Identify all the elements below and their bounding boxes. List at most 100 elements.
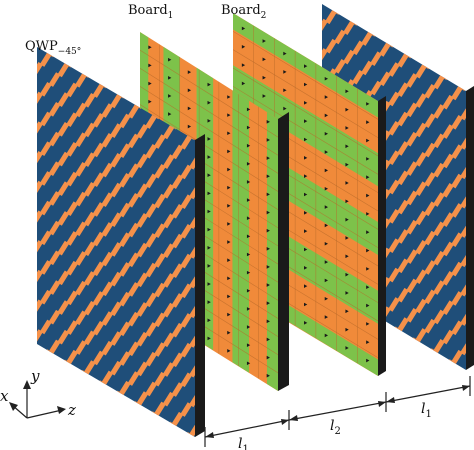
cell-marker [345, 327, 349, 332]
qwp-patch [388, 209, 400, 224]
qwp-patch [424, 230, 436, 246]
qwp-patch [145, 143, 158, 159]
qwp-patch [48, 339, 61, 355]
cell-marker [168, 76, 172, 80]
qwp-patch [110, 93, 122, 109]
qwp-patch [162, 184, 175, 199]
qwp-patch [57, 240, 70, 256]
qwp-patch [162, 273, 175, 288]
qwp-patch [397, 317, 409, 332]
cell-marker [168, 57, 172, 62]
cell-marker [227, 203, 231, 208]
qwp-patch [101, 222, 114, 237]
arrowhead [9, 402, 18, 411]
qwp-patch [83, 92, 96, 108]
cell-marker [207, 282, 211, 286]
qwp-patch [460, 281, 466, 297]
cell-marker [227, 330, 231, 335]
qwp-patch [370, 21, 382, 37]
qwp-patch [322, 18, 328, 34]
qwp-patch [22, 220, 34, 235]
cell-marker [241, 81, 246, 86]
dim-label-l1-right: l1 [421, 401, 432, 420]
qwp-patch [66, 349, 79, 365]
qwp-patch [92, 112, 105, 128]
qwp-patch [48, 161, 61, 177]
cell-line [233, 31, 378, 120]
cell-marker [207, 100, 211, 105]
qwp-patch [352, 40, 364, 56]
qwp-patch [460, 164, 466, 180]
qwp-patch [322, 48, 328, 63]
qwp-patch [442, 300, 454, 316]
qwp-patch [171, 382, 184, 397]
cell-marker [345, 272, 349, 277]
qwp-patch [189, 362, 195, 378]
qwp-patch [433, 192, 445, 207]
qwp-patch [406, 278, 418, 294]
cell-marker [227, 349, 231, 353]
qwp-patch [22, 280, 34, 295]
qwp-patch [406, 219, 418, 235]
cell-marker [187, 106, 192, 111]
qwp-patch [180, 313, 193, 328]
qwp-patch [118, 291, 131, 307]
qwp-patch [127, 222, 140, 238]
cell-marker [324, 131, 329, 136]
cell-marker [366, 358, 370, 363]
cell-marker [283, 70, 287, 74]
qwp-patch [433, 221, 445, 237]
qwp-patch [397, 141, 409, 156]
qwp-label: QWP−45° [25, 39, 81, 57]
qwp-patch [180, 342, 193, 358]
cell-marker [304, 156, 308, 160]
arrowhead [281, 419, 289, 425]
qwp-patch [74, 162, 87, 177]
qwp-patch [424, 113, 436, 128]
cell-marker [246, 125, 251, 130]
qwp-patch [66, 171, 79, 187]
cell-line [233, 67, 378, 157]
cell-marker [283, 88, 287, 93]
cell-marker [266, 246, 270, 251]
qwp-patch [66, 290, 79, 306]
cell-marker [345, 217, 349, 222]
cell-marker [324, 76, 329, 81]
qwp-patch [101, 281, 114, 297]
qwp-patch [39, 171, 52, 186]
qwp-patch [397, 258, 409, 274]
green-stripe [233, 65, 378, 187]
qwp-patch [406, 102, 418, 118]
cell-marker [246, 361, 251, 366]
cell-marker [324, 168, 329, 173]
cell-marker [187, 70, 192, 74]
qwp-patch [153, 312, 166, 328]
qwp-patch [189, 273, 195, 289]
qwp-patch [343, 49, 355, 65]
qwp-patch [83, 122, 96, 138]
qwp-patch [415, 151, 427, 167]
qwp-patch [334, 4, 346, 15]
cell-marker [246, 288, 251, 293]
qwp-patch [198, 442, 210, 450]
cell-marker [227, 95, 231, 99]
dim-line-l2 [288, 401, 387, 421]
qwp-patch [83, 63, 96, 78]
qwp-patch [110, 271, 122, 287]
cell-marker [366, 248, 370, 253]
qwp-patch [442, 65, 454, 81]
cell-marker [366, 230, 370, 235]
qwp-patch [57, 181, 70, 197]
qwp-patch [136, 302, 149, 317]
qwp-patch [406, 43, 418, 59]
arrowhead [23, 380, 31, 389]
cell-marker [262, 39, 266, 43]
qwp-patch [433, 74, 445, 90]
qwp-patch [153, 134, 166, 149]
cell-marker [227, 113, 231, 117]
qwp-patch [118, 321, 131, 337]
cell-marker [246, 252, 251, 257]
cell-marker [266, 355, 270, 360]
cell-marker [324, 315, 329, 319]
qwp-patch [433, 280, 445, 295]
